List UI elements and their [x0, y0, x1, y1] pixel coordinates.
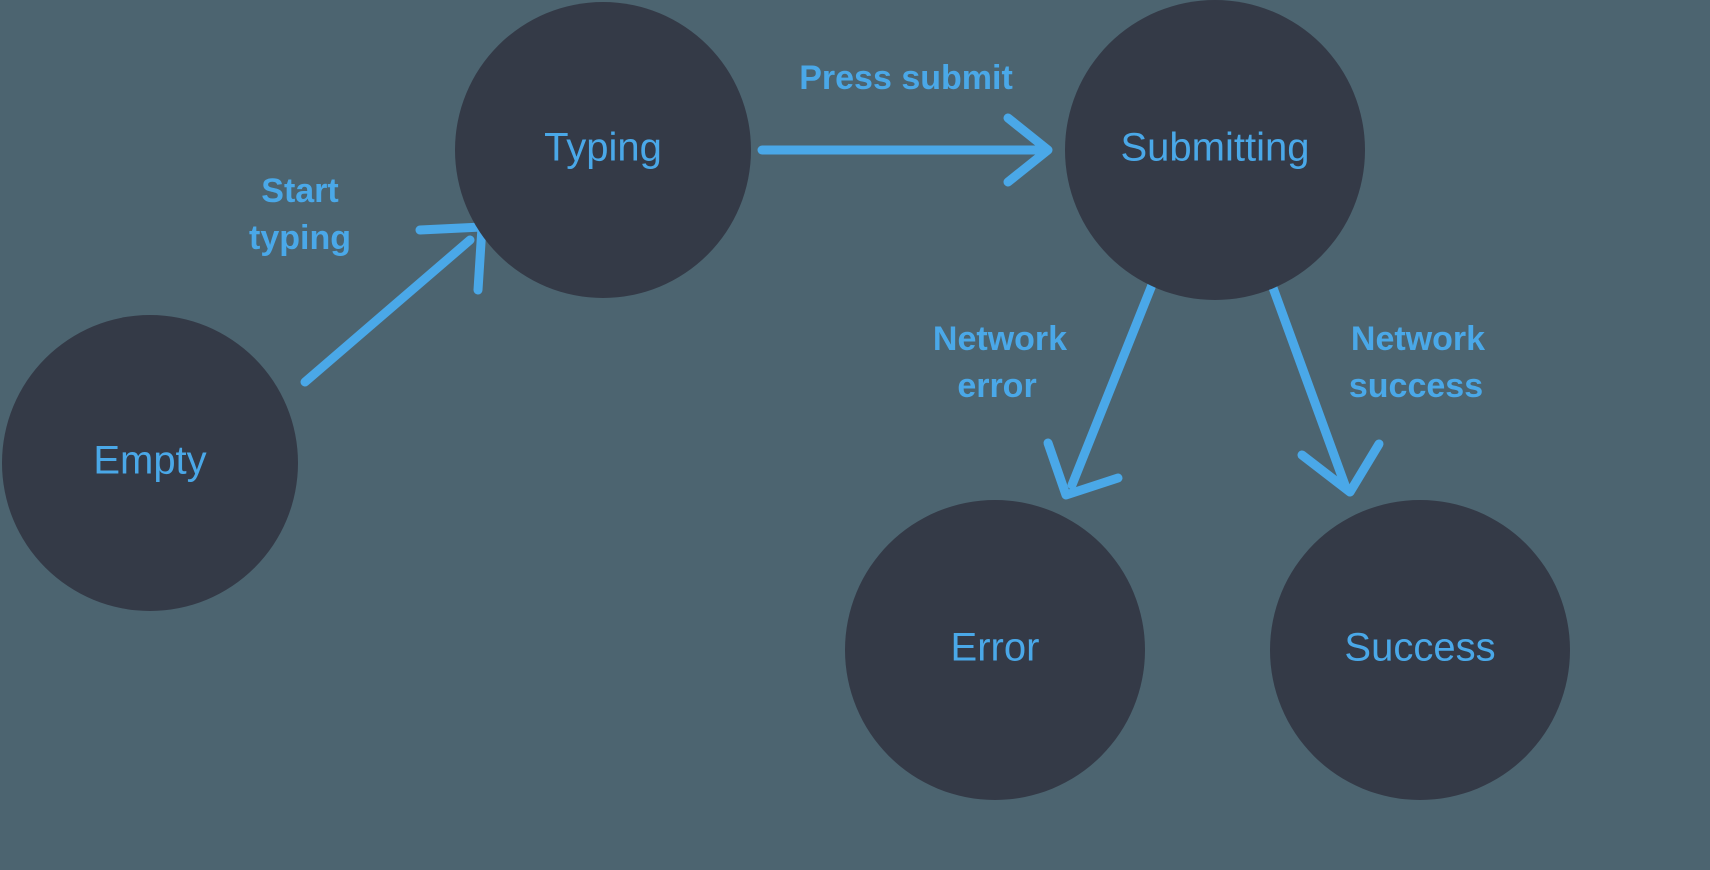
edge-label-start-typing-line2: typing: [249, 219, 351, 257]
state-node-error-label: Error: [951, 626, 1040, 670]
edge-label-start-typing: Start typing: [249, 172, 351, 257]
state-node-success-circle[interactable]: [1270, 500, 1570, 800]
edge-label-network-success-line2: success: [1349, 367, 1483, 405]
state-node-empty[interactable]: Empty: [2, 315, 298, 611]
edge-label-start-typing-line1: Start: [261, 172, 338, 210]
edge-label-network-error-line2: error: [957, 367, 1036, 405]
edge-label-network-error: Network error: [933, 320, 1067, 405]
state-node-success[interactable]: Success: [1270, 500, 1570, 800]
edge-label-network-success: Network success: [1349, 320, 1485, 405]
edge-network-error: [1043, 280, 1157, 500]
edge-network-error-arrowhead: [1043, 438, 1123, 500]
state-node-empty-circle[interactable]: [2, 315, 298, 611]
state-node-submitting-label: Submitting: [1121, 126, 1310, 170]
state-node-typing[interactable]: Typing: [455, 2, 751, 298]
edge-label-network-success-line1: Network: [1351, 320, 1485, 358]
edge-label-network-error-line1: Network: [933, 320, 1067, 358]
edge-start-typing-line: [300, 235, 475, 387]
state-node-submitting-circle[interactable]: [1065, 0, 1365, 300]
state-node-error[interactable]: Error: [845, 500, 1145, 800]
state-node-typing-circle[interactable]: [455, 2, 751, 298]
state-node-submitting[interactable]: Submitting: [1065, 0, 1365, 300]
edge-network-success: [1267, 280, 1384, 497]
edge-network-success-arrowhead: [1297, 439, 1384, 497]
state-node-error-circle[interactable]: [845, 500, 1145, 800]
edge-network-success-line: [1267, 280, 1350, 490]
edge-press-submit: [757, 113, 1053, 187]
state-node-empty-label: Empty: [93, 439, 206, 483]
state-node-typing-label: Typing: [544, 126, 662, 170]
edge-press-submit-arrowhead: [1003, 113, 1053, 187]
edge-label-press-submit-line1: Press submit: [799, 59, 1013, 97]
edge-label-press-submit: Press submit: [799, 59, 1013, 97]
edge-network-error-line: [1067, 280, 1157, 490]
state-node-success-label: Success: [1344, 626, 1495, 670]
